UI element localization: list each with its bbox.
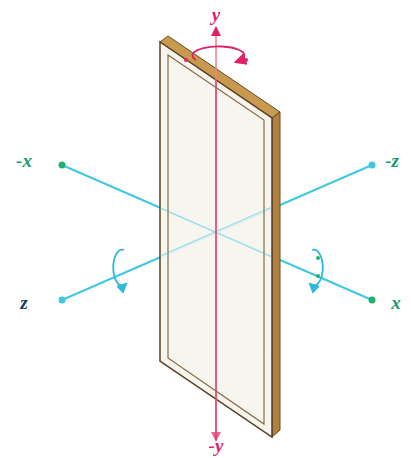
axis-label: y — [212, 5, 220, 24]
axis-label: x — [391, 293, 401, 312]
axis-label: -y — [209, 436, 224, 455]
axis-label: -z — [385, 151, 399, 170]
y-axis — [216, 28, 217, 440]
rotation-arrow — [184, 46, 248, 62]
axis-label: z — [20, 293, 27, 312]
panel — [160, 36, 280, 437]
rotation-arrow — [113, 250, 323, 286]
axis-label: -x — [16, 151, 32, 170]
